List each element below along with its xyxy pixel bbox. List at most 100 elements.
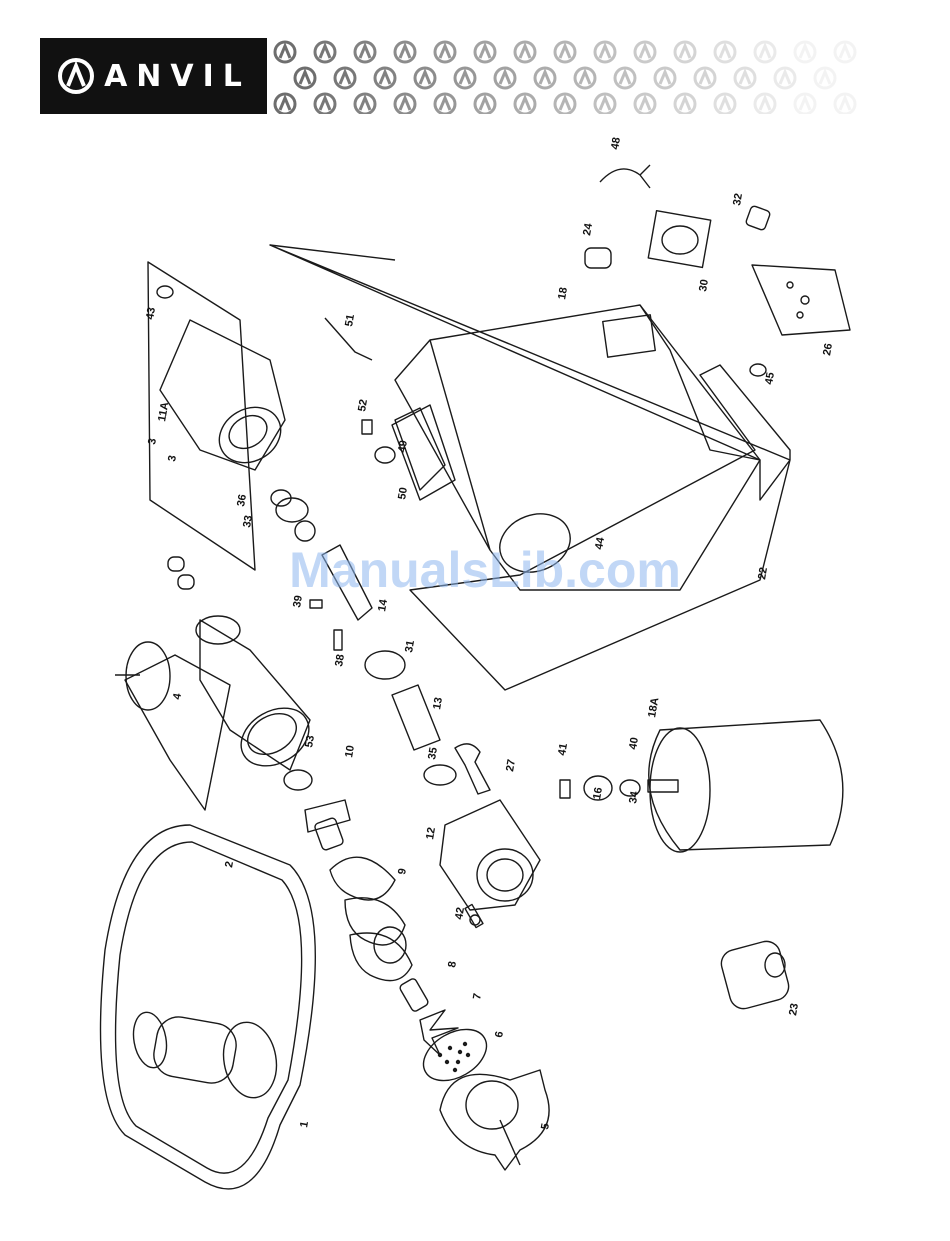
pattern-logo-icon	[515, 94, 535, 114]
part-ring-nut	[440, 1070, 549, 1170]
callout-p8: 8	[446, 960, 459, 968]
pattern-logo-icon	[435, 94, 455, 114]
part-grinding-head	[115, 616, 319, 810]
callout-p50: 50	[396, 486, 410, 500]
callout-p52: 52	[356, 398, 370, 412]
callout-p51: 51	[343, 313, 357, 327]
callout-p39: 39	[291, 594, 305, 608]
pattern-logo-icon	[395, 42, 415, 62]
callout-p36: 36	[235, 493, 249, 507]
pattern-logo-icon	[355, 42, 375, 62]
pattern-logo-icon	[735, 68, 755, 88]
part-capacitor	[745, 205, 771, 231]
callout-p12: 12	[424, 826, 438, 840]
callout-p9: 9	[396, 867, 409, 875]
part-bearing-inner	[295, 521, 315, 541]
part-motor	[648, 720, 843, 852]
part-foot	[375, 447, 395, 463]
part-gear-housing	[148, 262, 291, 570]
pattern-logo-icon	[355, 94, 375, 114]
callout-p5: 5	[539, 1122, 552, 1130]
part-shaft	[305, 800, 350, 851]
callout-p4: 4	[171, 692, 184, 701]
pattern-logo-icon	[595, 42, 615, 62]
part-sleeve	[392, 685, 440, 750]
callout-p6: 6	[493, 1030, 506, 1038]
pattern-logo-icon	[455, 68, 475, 88]
part-washer	[284, 770, 312, 790]
part-handle-knob	[455, 744, 490, 794]
callout-p18a: 18A	[646, 697, 661, 719]
part-roller	[718, 938, 791, 1011]
callout-p27: 27	[504, 758, 518, 772]
callout-p22: 22	[756, 566, 770, 580]
part-key	[310, 600, 322, 608]
callout-p7: 7	[471, 992, 484, 1000]
callout-p31: 31	[403, 639, 417, 653]
pattern-logo-icon	[335, 68, 355, 88]
part-auger-screw	[330, 857, 412, 980]
pattern-logo-icon	[315, 42, 335, 62]
pattern-logo-icon	[495, 68, 515, 88]
part-stud	[399, 978, 430, 1013]
callout-p24: 24	[581, 222, 595, 237]
pattern-logo-icon	[835, 94, 855, 114]
pattern-logo-icon	[555, 94, 575, 114]
callout-p14: 14	[376, 598, 390, 613]
callout-p3a: 3	[146, 437, 159, 445]
callout-p32: 32	[731, 192, 745, 206]
pattern-logo-icon	[635, 94, 655, 114]
part-seal	[424, 765, 456, 785]
callout-p48: 48	[609, 136, 623, 150]
part-screw	[465, 904, 483, 927]
part-base-plate	[270, 245, 790, 690]
part-feed-tray	[101, 825, 316, 1189]
part-worm-shaft	[322, 545, 372, 620]
pattern-logo-icon	[815, 68, 835, 88]
pattern-logo-icon	[275, 94, 295, 114]
pattern-logo-icon	[775, 68, 795, 88]
pattern-logo-icon	[275, 42, 295, 62]
part-mount-plate	[752, 265, 850, 335]
pattern-logo-icon	[635, 42, 655, 62]
part-grommet	[750, 364, 766, 376]
callout-p2: 2	[223, 860, 236, 868]
part-pin	[334, 630, 342, 650]
pattern-logo-icon	[535, 68, 555, 88]
callout-p33: 33	[241, 514, 255, 528]
anvil-logo: ANVIL	[40, 38, 267, 114]
part-bushings	[168, 557, 194, 589]
callout-p35: 35	[426, 746, 440, 760]
pattern-logo-icon	[395, 94, 415, 114]
callout-p11a: 11A	[156, 401, 171, 422]
callout-p10: 10	[343, 744, 357, 758]
pattern-logo-icon	[835, 42, 855, 62]
part-bolt	[362, 420, 372, 434]
pattern-logo-icon	[575, 68, 595, 88]
callout-p23: 23	[787, 1002, 801, 1016]
callout-p18: 18	[556, 286, 570, 300]
pattern-logo-icon	[435, 42, 455, 62]
pattern-logo-icon	[595, 94, 615, 114]
pattern-logo-icon	[515, 42, 535, 62]
part-switch	[648, 211, 710, 268]
part-bearing-upper	[276, 498, 308, 522]
callout-p42: 42	[453, 906, 467, 920]
callout-p45: 45	[763, 371, 777, 385]
brand-name: ANVIL	[104, 59, 251, 94]
callout-p13: 13	[431, 696, 445, 710]
part-cabinet	[395, 305, 760, 590]
exploded-parts-diagram: 12334567891011A121314161818A222324262730…	[0, 120, 950, 1241]
pattern-logo-icon	[675, 94, 695, 114]
callout-p44: 44	[593, 536, 607, 551]
pattern-logo-icon	[715, 94, 735, 114]
callout-p53: 53	[303, 734, 317, 748]
pattern-logo-icon	[695, 68, 715, 88]
callout-p40: 40	[627, 736, 641, 750]
pattern-logo-icon	[475, 42, 495, 62]
part-cable-gland	[585, 248, 611, 268]
pattern-logo-icon	[715, 42, 735, 62]
pattern-logo-icon	[555, 42, 575, 62]
callout-p41: 41	[556, 742, 570, 756]
pattern-logo-icon	[755, 94, 775, 114]
